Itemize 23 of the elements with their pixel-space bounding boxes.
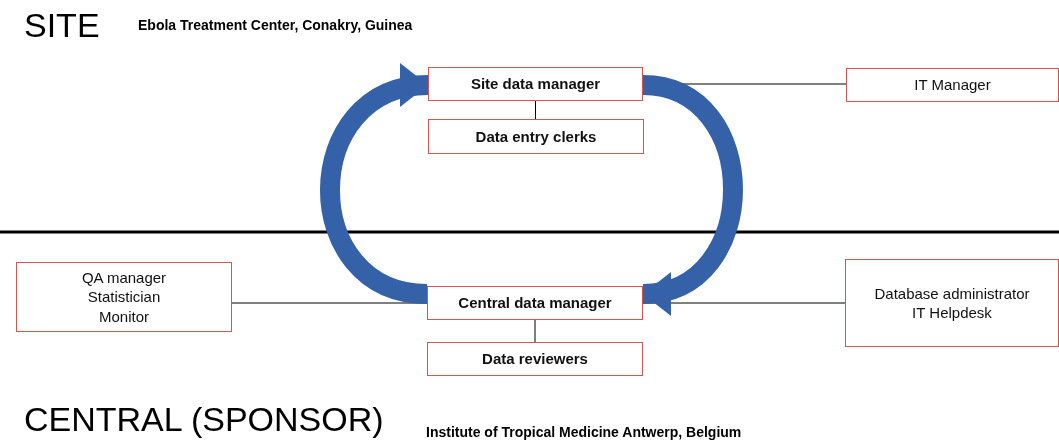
role-text: QA manager [81,267,167,288]
role-box [427,342,643,376]
role-text: Monitor [99,306,149,327]
role-box [428,67,643,101]
role-text: IT Helpdesk [912,303,992,323]
role-box [427,286,643,320]
role-box [16,262,232,332]
role-text: IT Manager [914,75,991,95]
role-text: Site data manager [470,74,601,94]
connector-line [534,319,536,343]
role-text: Data reviewers [482,349,588,369]
location-text: Institute of Tropical Medicine Antwerp, Belgium [426,424,742,440]
role-text: Data entry clerks [475,126,597,147]
role-box [846,68,1059,102]
role-text: Statistician [87,287,161,307]
role-box [845,259,1059,347]
connector-line [535,100,536,120]
section-heading: SITE [24,6,100,45]
location-text: Ebola Treatment Center, Conakry, Guinea [138,17,413,33]
section-heading: CENTRAL (SPONSOR) [24,400,384,439]
role-box [428,119,644,154]
role-text: Database administrator [874,283,1030,303]
role-text: Central data manager [458,293,612,313]
